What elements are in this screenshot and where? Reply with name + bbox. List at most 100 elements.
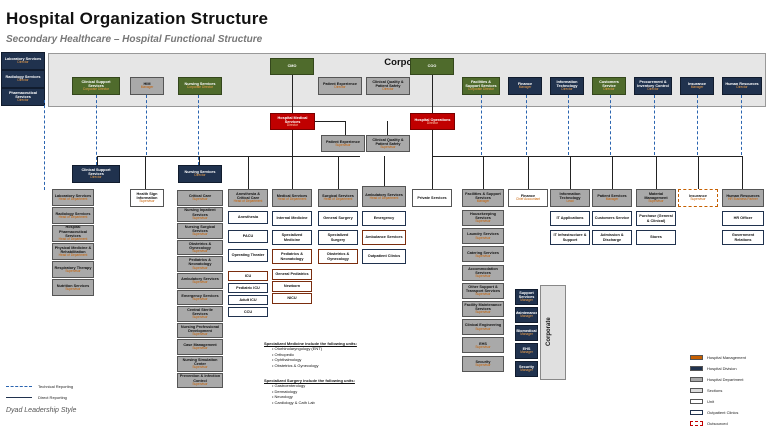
clinical-support-division-box[interactable]: Clinical Support Services Director <box>72 165 120 183</box>
anesthesia-unit-item[interactable]: PACU <box>228 230 268 243</box>
private-services-box[interactable]: Private Services <box>412 189 452 207</box>
anesthesia-unit-item[interactable]: Anesthesia <box>228 211 268 224</box>
hr-corp-box[interactable]: Human Resources Director <box>722 77 762 95</box>
patient-experience-hosp-box[interactable]: Patient Experience Supervisor <box>321 135 365 152</box>
pediatrics-unit-item[interactable]: NICU <box>272 293 312 304</box>
hr-unit-item[interactable]: HR Officer <box>722 211 764 226</box>
box-title: Clinical Engineering <box>464 323 502 328</box>
clinical-support-corp-box[interactable]: Clinical Support Services Corporate Dire… <box>72 77 120 95</box>
icu-unit-item[interactable]: Pediatric ICU <box>228 283 268 293</box>
surgical-unit-item[interactable]: Obstetrics & Gynecology <box>318 249 358 264</box>
clinical-quality-hosp-box[interactable]: Clinical Quality & Patient Safety Superv… <box>366 135 410 152</box>
insurance-corp-box[interactable]: Insurance Manager <box>680 77 714 95</box>
hospital-operations-box[interactable]: Hospital Operations Director <box>410 113 455 130</box>
box-title: Radiology Services <box>55 211 91 216</box>
material-unit-item[interactable]: Purchase (General & Clinical) <box>636 211 676 226</box>
pediatrics-unit-item[interactable]: General Pediatrics <box>272 269 312 280</box>
coo-box[interactable]: COO <box>410 58 454 75</box>
it-hosp-box[interactable]: Information Technology Lead <box>550 189 590 207</box>
medical-unit-item[interactable]: Internal Medicine <box>272 211 312 226</box>
medical-unit-item[interactable]: Specialized Medicine <box>272 230 312 245</box>
icu-unit-item[interactable]: ICU <box>228 271 268 281</box>
hospital-medical-services-box[interactable]: Hospital Medical Services Director <box>270 113 315 130</box>
medical-services-dept-box[interactable]: Medical Services Head of Department <box>272 189 312 207</box>
finance-hosp-box[interactable]: Finance Chief Accountant <box>508 189 548 207</box>
hr-hosp-box[interactable]: Human Resources HR Business Partner <box>722 189 764 207</box>
surgical-services-dept-box[interactable]: Surgical Services Head of Department <box>318 189 358 207</box>
radiology-services-corp-box[interactable]: Radiology Services Director <box>1 70 45 88</box>
cmo-box[interactable]: CMO <box>270 58 314 75</box>
clinical-quality-corp-box[interactable]: Clinical Quality & Patient Safety Direct… <box>366 77 410 95</box>
patient-services-box[interactable]: Patient Services Manager <box>592 189 632 207</box>
hr-unit-item[interactable]: Government Relations <box>722 230 764 245</box>
facilities-corp-box[interactable]: Facilities & Support Services Corporate … <box>462 77 500 95</box>
procurement-corp-box[interactable]: Procurement & Inventory Control Director <box>634 77 672 95</box>
health-sign-info-box[interactable]: Health Sign Information Supervisor <box>130 189 164 207</box>
box-title: Insurance <box>689 194 707 199</box>
icu-unit-item[interactable]: Adult ICU <box>228 295 268 305</box>
ambulatory-unit-item[interactable]: Outpatient Clinics <box>362 249 406 264</box>
nursing-division-box[interactable]: Nursing Services Director <box>178 165 222 183</box>
patient-services-unit-item[interactable]: Admission & Discharge <box>592 230 632 245</box>
insurance-hosp-box[interactable]: Insurance Supervisor <box>678 189 718 207</box>
patient-services-unit-item[interactable]: Customers Service <box>592 211 632 226</box>
surgical-unit-item[interactable]: Specialized Surgery <box>318 230 358 245</box>
it-corp-box[interactable]: Information Technology Director <box>550 77 584 95</box>
material-unit-item[interactable]: Stores <box>636 230 676 245</box>
it-unit-item[interactable]: IT Applications <box>550 211 590 226</box>
ambulatory-unit-item[interactable]: Ambulance Services <box>362 230 406 245</box>
pediatrics-unit-item[interactable]: Newborn <box>272 281 312 292</box>
anesthesia-unit-item[interactable]: Operating Theater <box>228 249 268 262</box>
ambulatory-dept-box[interactable]: Ambulatory Services Head of Department <box>362 186 406 207</box>
anesthesia-dept-box[interactable]: Anesthesia & Critical Care Head of Depar… <box>228 189 268 207</box>
technical-line-cs <box>96 95 97 165</box>
medical-unit-item[interactable]: Pediatrics & Neonatology <box>272 249 312 264</box>
patient-experience-corp-box[interactable]: Patient Experience Director <box>318 77 362 95</box>
facilities-hosp-box[interactable]: Facilities & Support Services Manager <box>462 189 504 207</box>
lab-services-corp-box[interactable]: Laboratory Services Director <box>1 52 45 70</box>
it-unit-item[interactable]: IT Infrastructure & Support <box>550 230 590 245</box>
box-sub: Chief Accountant <box>515 197 541 202</box>
pharma-services-corp-box[interactable]: Pharmaceutical Services Director <box>1 88 45 106</box>
customer-service-corp-box[interactable]: Customers Service Director <box>592 77 626 95</box>
icu-unit-item[interactable]: CCU <box>228 307 268 317</box>
him-box[interactable]: HIM Manager <box>130 77 164 95</box>
surgical-unit-item[interactable]: General Surgery <box>318 211 358 226</box>
ambulatory-unit-item[interactable]: Emergency <box>362 211 406 226</box>
nursing-corp-box[interactable]: Nursing Services Corporate Director <box>178 77 222 95</box>
finance-corp-box[interactable]: Finance Manager <box>508 77 542 95</box>
material-management-box[interactable]: Material Management Supervisor <box>636 189 676 207</box>
